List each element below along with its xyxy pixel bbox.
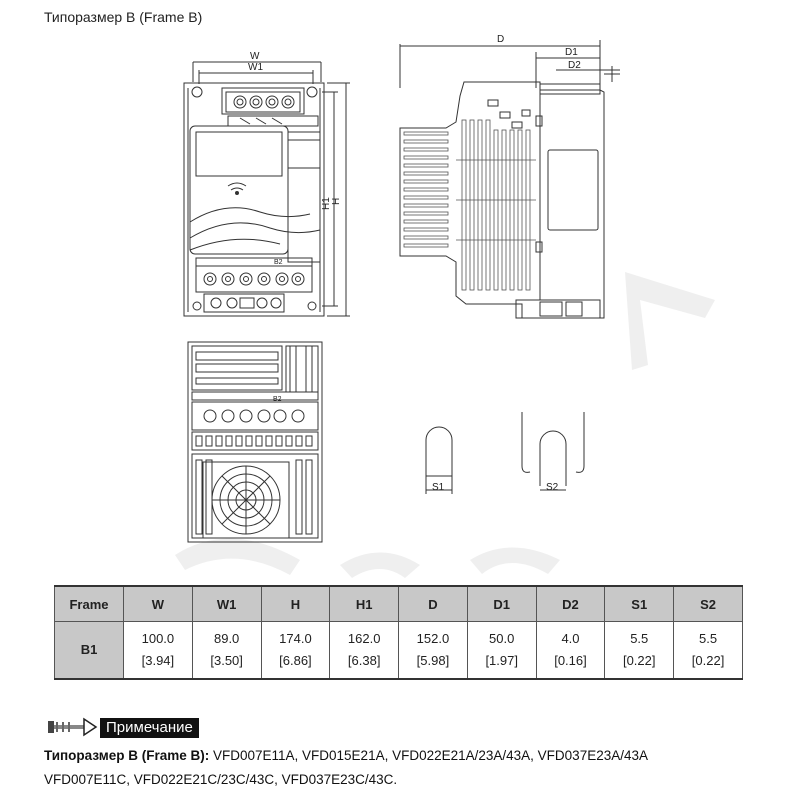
- col-header-s2: S2: [673, 585, 743, 622]
- cell-mm: 50.0: [489, 631, 515, 646]
- note-heading: Примечание: [100, 718, 199, 738]
- col-header-h1: H1: [329, 585, 400, 622]
- front-view: [183, 61, 350, 317]
- col-header-w1: W1: [191, 585, 262, 622]
- table-header-row: Frame W W1 H H1 D D1 D2 S1 S2: [54, 585, 743, 622]
- col-header-d: D: [398, 585, 468, 622]
- cell-frame: B1: [54, 621, 124, 680]
- cell-s2: 5.5 [0.22]: [673, 621, 743, 680]
- cell-mm: 5.5: [699, 631, 718, 646]
- note-text: Типоразмер B (Frame B): VFD007E11A, VFD0…: [44, 744, 764, 792]
- terminal-b2-label: B2: [274, 259, 283, 266]
- cell-inch: [6.38]: [347, 653, 381, 668]
- cell-inch: [3.94]: [141, 653, 175, 668]
- note-label: Типоразмер B (Frame B):: [44, 748, 210, 763]
- table-row: B1 100.0 [3.94] 89.0 [3.50] 174.0 [6.86] 16…: [54, 621, 743, 680]
- cell-inch: [0.22]: [622, 653, 656, 668]
- cell-d: 152.0 [5.98]: [398, 621, 468, 680]
- col-header-d2: D2: [535, 585, 606, 622]
- cell-inch: [5.98]: [416, 653, 450, 668]
- cell-d2: 4.0 [0.16]: [535, 621, 606, 680]
- cell-h: 174.0 [6.86]: [260, 621, 331, 680]
- col-header-d1: D1: [466, 585, 537, 622]
- bottom-terminal-b2-label: B2: [273, 396, 282, 403]
- cell-inch: [0.22]: [691, 653, 725, 668]
- slot-detail-s2: [521, 412, 585, 491]
- watermark: [175, 272, 715, 578]
- note-models-line2: VFD007E11C, VFD022E21C/23C/43C, VFD037E2…: [44, 772, 398, 787]
- col-header-w: W: [123, 585, 193, 622]
- dim-h1-label: H1: [321, 197, 332, 210]
- cell-inch: [3.50]: [210, 653, 243, 668]
- dimension-drawing: W W1 H H1 B2: [175, 34, 715, 578]
- dim-s2-label: S2: [546, 482, 559, 493]
- dim-d1-label: D1: [565, 47, 578, 58]
- side-view: [399, 40, 620, 319]
- dimensions-table: Frame W W1 H H1 D D1 D2 S1 S2 B1 100.0 [3…: [54, 585, 743, 680]
- dim-d2-label: D2: [568, 60, 581, 71]
- cell-mm: 152.0: [416, 631, 450, 646]
- dim-w-label: W: [250, 51, 260, 62]
- dim-s1-label: S1: [432, 482, 445, 493]
- note-arrow-icon: [48, 717, 98, 737]
- cell-w: 100.0 [3.94]: [123, 621, 193, 680]
- dim-d-label: D: [497, 34, 504, 45]
- col-header-s1: S1: [604, 585, 675, 622]
- dim-w1-label: W1: [248, 62, 263, 73]
- cell-mm: 4.0: [561, 631, 580, 646]
- cell-mm: 162.0: [347, 631, 381, 646]
- cell-s1: 5.5 [0.22]: [604, 621, 675, 680]
- slot-detail-s1: [425, 426, 453, 494]
- side-vent-slots: [403, 119, 536, 291]
- dim-h-label: H: [331, 198, 342, 205]
- cell-inch: [6.86]: [279, 653, 312, 668]
- cell-mm: 174.0: [279, 631, 312, 646]
- cell-h1: 162.0 [6.38]: [329, 621, 400, 680]
- cell-d1: 50.0 [1.97]: [466, 621, 537, 680]
- cell-mm: 100.0: [141, 631, 175, 646]
- col-header-h: H: [260, 585, 331, 622]
- page-title: Типоразмер B (Frame B): [44, 9, 203, 25]
- cell-w1: 89.0 [3.50]: [191, 621, 262, 680]
- cell-inch: [1.97]: [485, 653, 518, 668]
- cell-mm: 89.0: [213, 631, 240, 646]
- bottom-view: [187, 341, 323, 543]
- note-models-line1: VFD007E11A, VFD015E21A, VFD022E21A/23A/4…: [209, 748, 648, 763]
- cell-inch: [0.16]: [554, 653, 587, 668]
- col-header-frame: Frame: [54, 585, 124, 622]
- cell-mm: 5.5: [630, 631, 649, 646]
